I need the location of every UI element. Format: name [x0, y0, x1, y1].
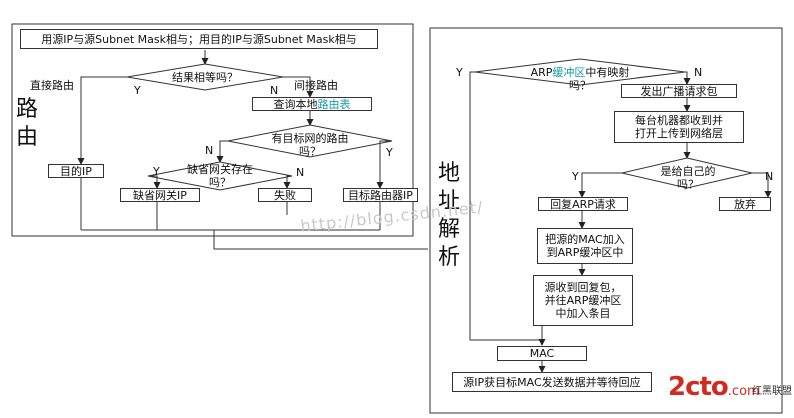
logo-text: 2cto — [668, 372, 729, 402]
decision-cache-shape — [474, 58, 686, 86]
receive-reply-line3: 中加入条目 — [555, 307, 611, 320]
yes-label-cache: Y — [456, 66, 463, 79]
decision-gateway-line2: 吗？ — [209, 176, 231, 189]
route-table-highlight: 路由表 — [317, 97, 351, 111]
decision-equal-shape — [126, 63, 284, 91]
decision-self-text: 是给自己的 吗？ — [640, 165, 736, 191]
routing-title-char-1: 路 — [16, 97, 39, 122]
gateway-ip-box: 缺省网关IP — [120, 188, 200, 202]
decision-route-shape — [227, 124, 393, 158]
decision-self-line1: 是给自己的 — [660, 165, 716, 178]
receive-reply-line1: 源收到回复包， — [544, 281, 622, 294]
arp-title-char-3: 解 — [438, 217, 461, 242]
logo-cn: 红黑联盟 — [752, 386, 792, 397]
receive-box: 每台机器都收到并 打开上传到网络层 — [614, 111, 744, 143]
receive-line2: 打开上传到网络层 — [635, 127, 723, 140]
decision-self-shape — [621, 157, 753, 189]
cache-suffix: 中有映射 — [585, 66, 630, 79]
add-mac-line1: 把源的MAC加入 — [545, 233, 625, 246]
no-label-gateway: N — [296, 166, 305, 179]
yes-label-self: Y — [572, 170, 579, 183]
reply-arp-box: 回复ARP请求 — [538, 197, 628, 211]
cache-prefix: ARP — [530, 66, 553, 79]
routing-panel-frame — [11, 23, 414, 237]
add-mac-box: 把源的MAC加入 到ARP缓冲区中 — [537, 228, 633, 264]
yes-label-gateway: Y — [153, 165, 160, 178]
receive-reply-box: 源收到回复包， 并往ARP缓冲区 中加入条目 — [533, 275, 633, 326]
direct-route-label: 直接路由 — [30, 79, 74, 92]
no-label-cache: N — [694, 66, 703, 79]
broadcast-box: 发出广播请求包 — [621, 84, 737, 98]
decision-gateway-shape — [147, 161, 293, 191]
cache-highlight: 缓冲区 — [552, 66, 586, 79]
router-ip-box: 目标路由器IP — [343, 188, 418, 202]
decision-cache-text: ARP缓冲区中有映射 吗？ — [520, 66, 640, 92]
query-prefix: 查询本地 — [273, 97, 318, 111]
yes-label-route: Y — [386, 146, 393, 159]
add-mac-line2: 到ARP缓冲区中 — [546, 246, 624, 259]
decision-self-line2: 吗？ — [677, 178, 699, 191]
and-mask-box: 用源IP与源Subnet Mask相与；用目的IP与源Subnet Mask相与 — [20, 29, 378, 49]
arp-title-char-4: 析 — [438, 245, 461, 270]
fail-box: 失败 — [258, 188, 312, 202]
no-label-self: N — [765, 170, 774, 183]
no-label-equal: N — [270, 84, 279, 97]
decision-equal-text: 结果相等吗？ — [172, 71, 238, 84]
query-route-table-box: 查询本地路由表 — [252, 97, 372, 111]
routing-title-char-2: 由 — [16, 125, 39, 150]
arp-title-char-2: 址 — [438, 189, 461, 214]
receive-line1: 每台机器都收到并 — [635, 114, 723, 127]
discard-box: 放弃 — [719, 197, 771, 211]
receive-reply-line2: 并往ARP缓冲区 — [544, 294, 622, 307]
decision-route-line1: 有目标网的路由 — [271, 132, 349, 145]
decision-cache-line2: 吗？ — [569, 79, 591, 92]
arp-panel-frame — [429, 27, 783, 414]
yes-label-equal: Y — [134, 84, 141, 97]
decision-route-text: 有目标网的路由 吗？ — [258, 132, 362, 158]
indirect-route-label: 间接路由 — [294, 79, 338, 92]
arp-title-char-1: 地 — [438, 161, 461, 186]
dest-ip-box: 目的IP — [48, 164, 104, 178]
decision-route-line2: 吗？ — [299, 145, 321, 158]
mac-box: MAC — [497, 346, 587, 361]
logo-suffix: .com — [727, 384, 760, 399]
decision-gateway-text: 缺省网关存在 吗？ — [172, 163, 268, 189]
no-label-route: N — [205, 144, 214, 157]
final-send-box: 源IP获目标MAC发送数据并等待回应 — [452, 372, 652, 392]
site-logo: 2cto.com — [668, 372, 760, 402]
decision-gateway-line1: 缺省网关存在 — [187, 163, 253, 176]
